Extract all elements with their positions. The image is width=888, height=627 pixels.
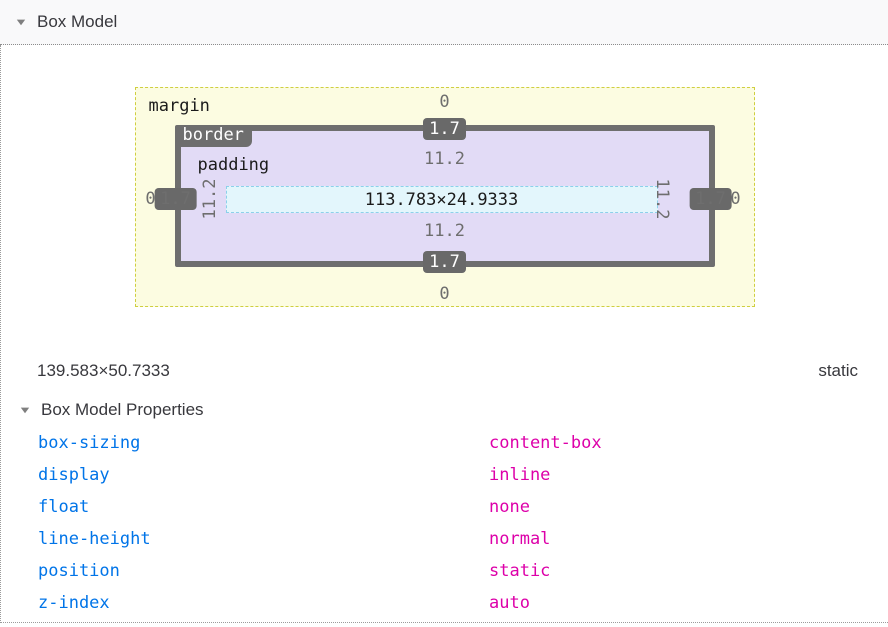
property-value[interactable]: none <box>489 497 530 517</box>
property-name[interactable]: box-sizing <box>38 433 141 453</box>
property-value[interactable]: static <box>489 561 551 581</box>
property-value[interactable]: inline <box>489 465 551 485</box>
margin-bottom-value[interactable]: 0 <box>439 284 450 304</box>
box-model-panel-body: 113.783×24.9333 margin border padding 0 … <box>0 45 888 623</box>
border-label: border <box>174 125 252 147</box>
content-dimensions[interactable]: 113.783×24.9333 <box>364 189 519 210</box>
property-row: float none <box>1 491 888 523</box>
property-value[interactable]: auto <box>489 593 530 613</box>
element-summary-row: 139.583×50.7333 static <box>1 361 888 381</box>
box-model-diagram-wrap: 113.783×24.9333 margin border padding 0 … <box>1 45 888 307</box>
padding-bottom-value[interactable]: 11.2 <box>424 221 465 241</box>
border-left-value[interactable]: 1.7 <box>154 188 197 210</box>
property-value[interactable]: content-box <box>489 433 602 453</box>
box-model-diagram: 113.783×24.9333 margin border padding 0 … <box>134 87 755 307</box>
collapse-arrow-icon[interactable] <box>14 15 28 29</box>
properties-title: Box Model Properties <box>41 400 204 419</box>
border-right-value[interactable]: 1.7 <box>689 188 732 210</box>
element-dimensions: 139.583×50.7333 <box>37 361 170 380</box>
margin-label: margin <box>148 96 210 116</box>
margin-left-value[interactable]: 0 <box>145 189 156 209</box>
box-model-header[interactable]: Box Model <box>0 0 888 45</box>
property-row: display inline <box>1 459 888 491</box>
property-name[interactable]: position <box>38 561 120 581</box>
padding-top-value[interactable]: 11.2 <box>424 149 465 169</box>
content-region[interactable]: 113.783×24.9333 <box>225 186 658 213</box>
property-name[interactable]: display <box>38 465 110 485</box>
property-name[interactable]: z-index <box>38 593 110 613</box>
properties-list: box-sizing content-box display inline fl… <box>1 427 888 619</box>
margin-top-value[interactable]: 0 <box>439 92 450 112</box>
element-position: static <box>818 361 858 380</box>
property-value[interactable]: normal <box>489 529 551 549</box>
box-model-properties-header[interactable]: Box Model Properties <box>1 400 888 420</box>
border-bottom-value[interactable]: 1.7 <box>423 251 466 273</box>
margin-right-value[interactable]: 0 <box>730 189 741 209</box>
padding-left-value[interactable]: 11.2 <box>199 178 220 220</box>
border-top-value[interactable]: 1.7 <box>423 118 466 140</box>
collapse-arrow-icon[interactable] <box>18 403 32 417</box>
property-row: box-sizing content-box <box>1 427 888 459</box>
panel-title: Box Model <box>37 12 118 31</box>
padding-label: padding <box>197 155 270 175</box>
property-name[interactable]: float <box>38 497 90 517</box>
property-row: z-index auto <box>1 587 888 619</box>
property-row: position static <box>1 555 888 587</box>
padding-right-value[interactable]: 11.2 <box>651 178 672 220</box>
property-name[interactable]: line-height <box>38 529 151 549</box>
property-row: line-height normal <box>1 523 888 555</box>
